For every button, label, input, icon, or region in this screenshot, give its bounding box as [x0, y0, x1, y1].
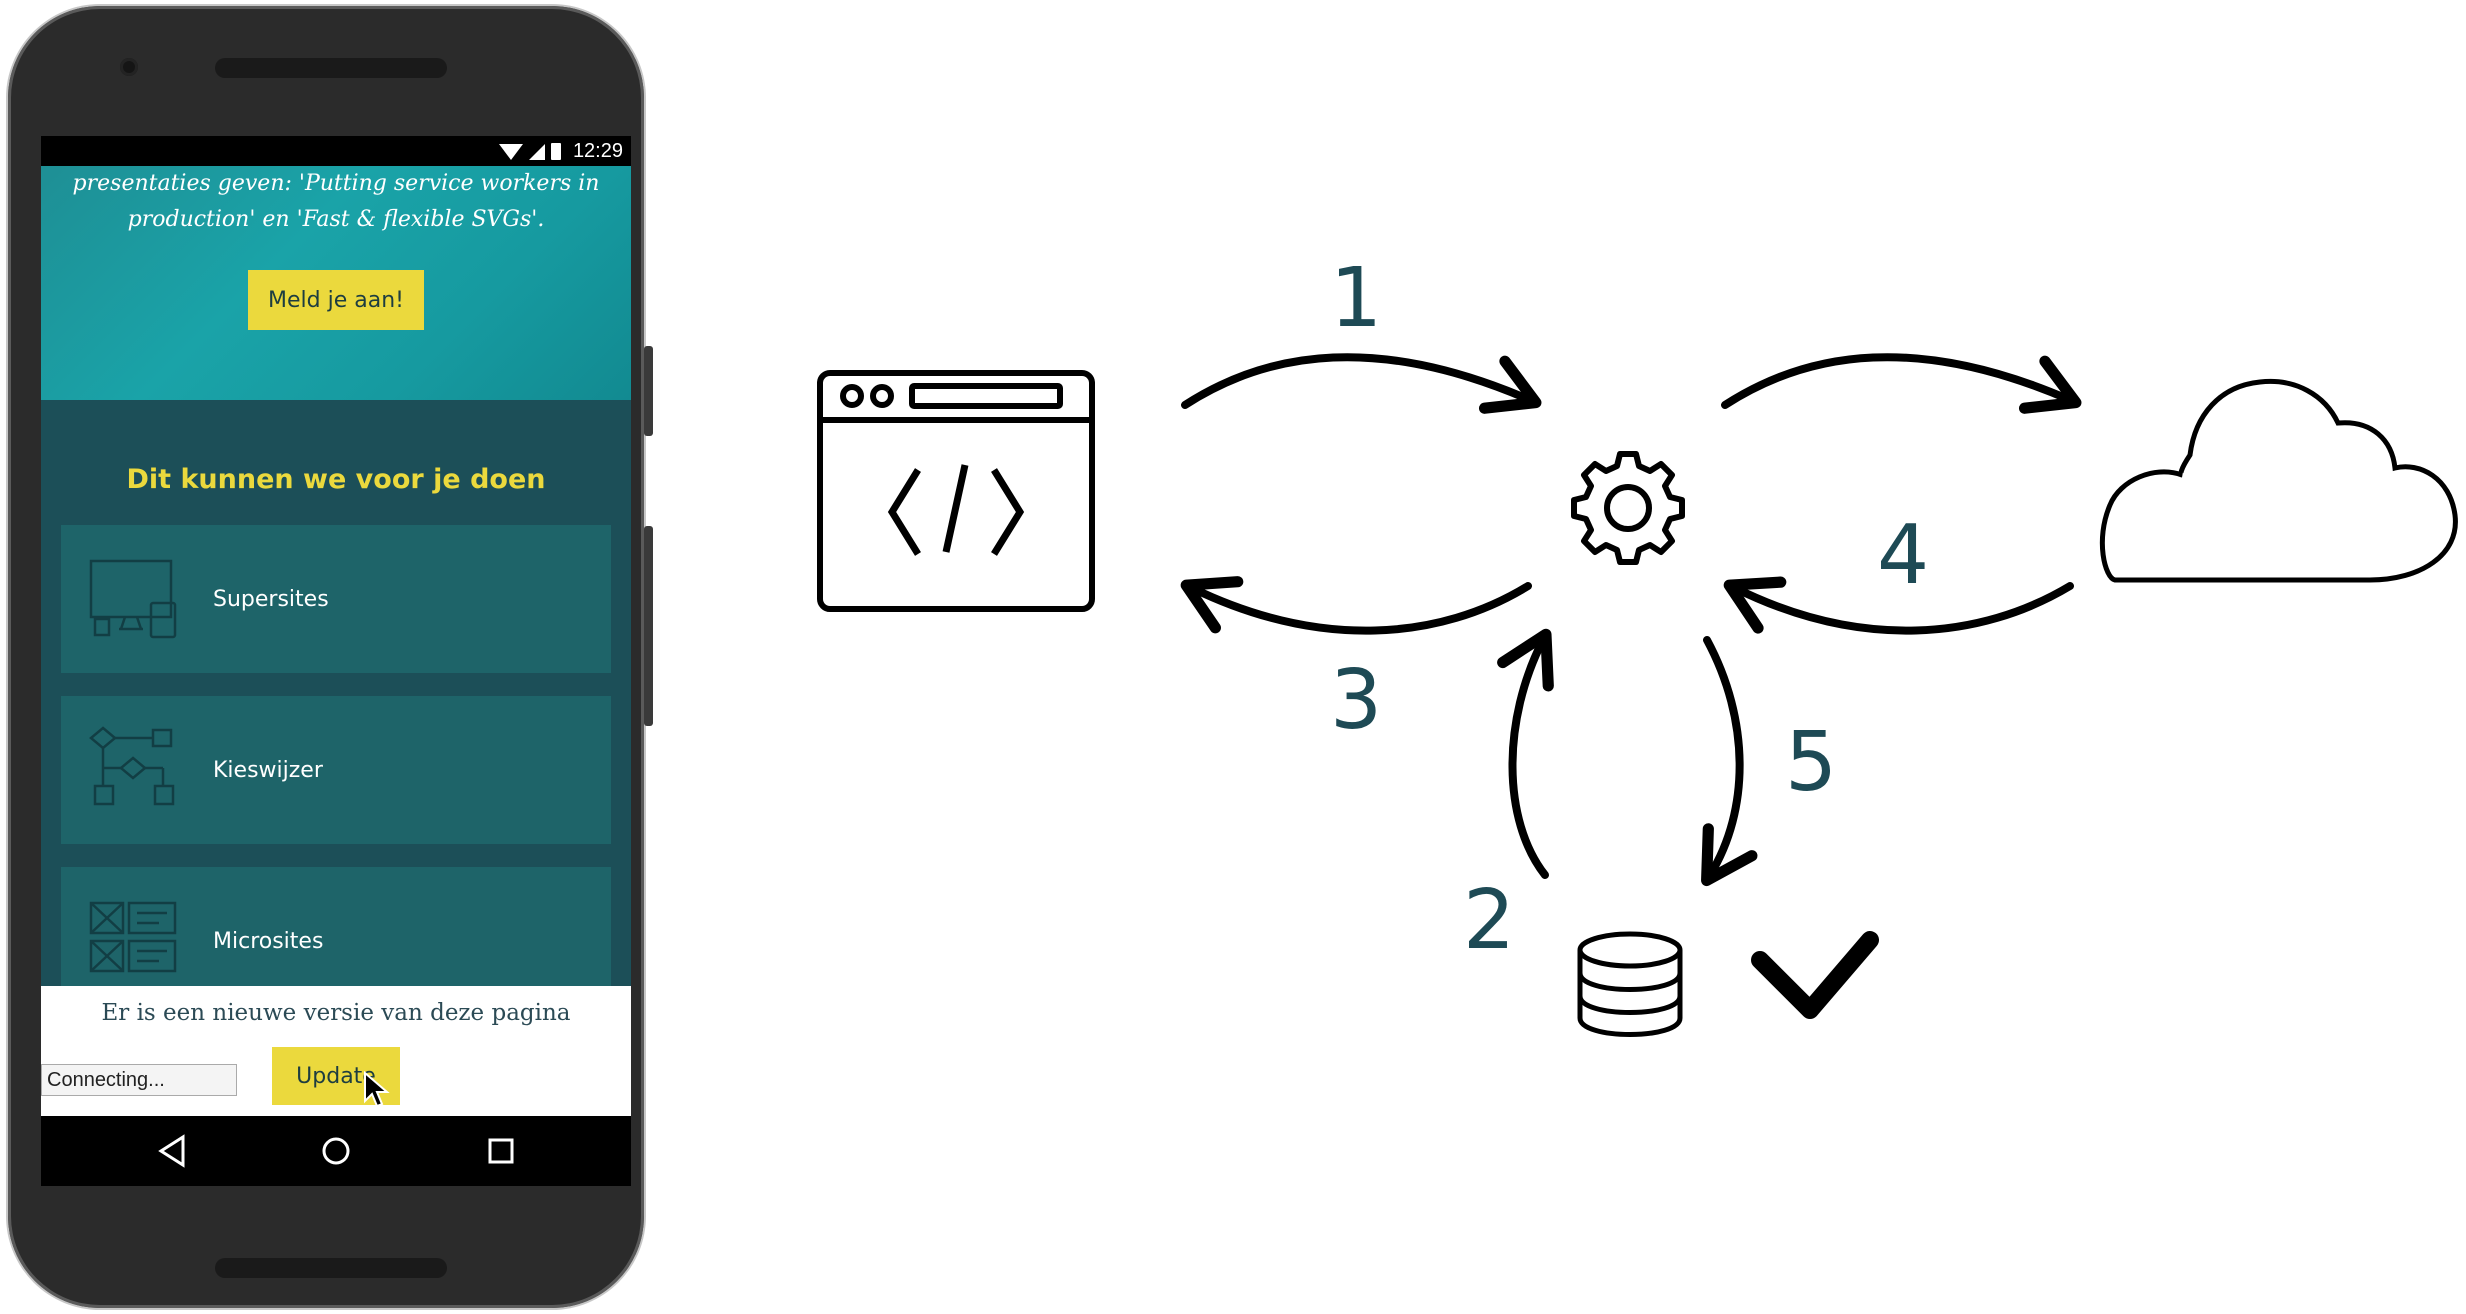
status-bar: 12:29 [41, 136, 631, 166]
card-supersites[interactable]: Supersites [61, 525, 611, 673]
wifi-icon [499, 144, 523, 160]
section-title: Dit kunnen we voor je doen [41, 464, 631, 495]
card-label-kieswijzer: Kieswijzer [213, 696, 323, 844]
gear-icon [1574, 454, 1682, 562]
signup-button[interactable]: Meld je aan! [248, 270, 424, 330]
cloud-icon [2102, 381, 2455, 580]
hero-text: presentaties geven: 'Putting service wor… [71, 166, 601, 238]
code-window-icon [820, 373, 1092, 609]
arrow-step-to-cloud [1725, 357, 2070, 405]
devices-icon [89, 559, 179, 639]
bottom-speaker [215, 1258, 447, 1278]
card-label-supersites: Supersites [213, 525, 329, 673]
earpiece-speaker [215, 58, 447, 78]
back-icon[interactable] [153, 1131, 193, 1171]
checkmark-icon [1760, 940, 1870, 1010]
arrow-step-5 [1707, 640, 1740, 875]
signal-icon [529, 144, 545, 160]
android-nav-bar [41, 1116, 631, 1186]
battery-icon [551, 143, 561, 160]
database-icon [1580, 934, 1680, 1035]
hero-section: presentaties geven: 'Putting service wor… [41, 166, 631, 400]
arrow-step-2 [1512, 640, 1545, 875]
service-worker-diagram: 1 2 3 4 5 [760, 0, 2460, 1314]
wireframe-icon [89, 901, 179, 981]
step-label-4: 4 [1877, 515, 1929, 597]
home-icon[interactable] [316, 1131, 356, 1171]
mouse-cursor-icon [363, 1071, 393, 1109]
status-time: 12:29 [573, 140, 623, 163]
update-banner: Er is een nieuwe versie van deze pagina … [41, 986, 631, 1116]
arrow-step-1 [1185, 357, 1530, 405]
phone-device: 12:29 presentaties geven: 'Putting servi… [8, 6, 644, 1308]
update-message: Er is een nieuwe versie van deze pagina [41, 1000, 631, 1026]
power-button [644, 346, 653, 436]
card-kieswijzer[interactable]: Kieswijzer [61, 696, 611, 844]
phone-screen: 12:29 presentaties geven: 'Putting servi… [41, 136, 631, 1186]
step-label-1: 1 [1330, 258, 1382, 340]
front-camera [120, 58, 138, 76]
recents-icon[interactable] [481, 1131, 521, 1171]
connecting-status: Connecting... [41, 1064, 237, 1096]
volume-button [644, 526, 653, 726]
arrow-step-3 [1192, 586, 1528, 631]
step-label-3: 3 [1330, 660, 1382, 742]
step-label-2: 2 [1463, 880, 1515, 962]
flowchart-icon [89, 726, 179, 806]
step-label-5: 5 [1785, 722, 1837, 804]
